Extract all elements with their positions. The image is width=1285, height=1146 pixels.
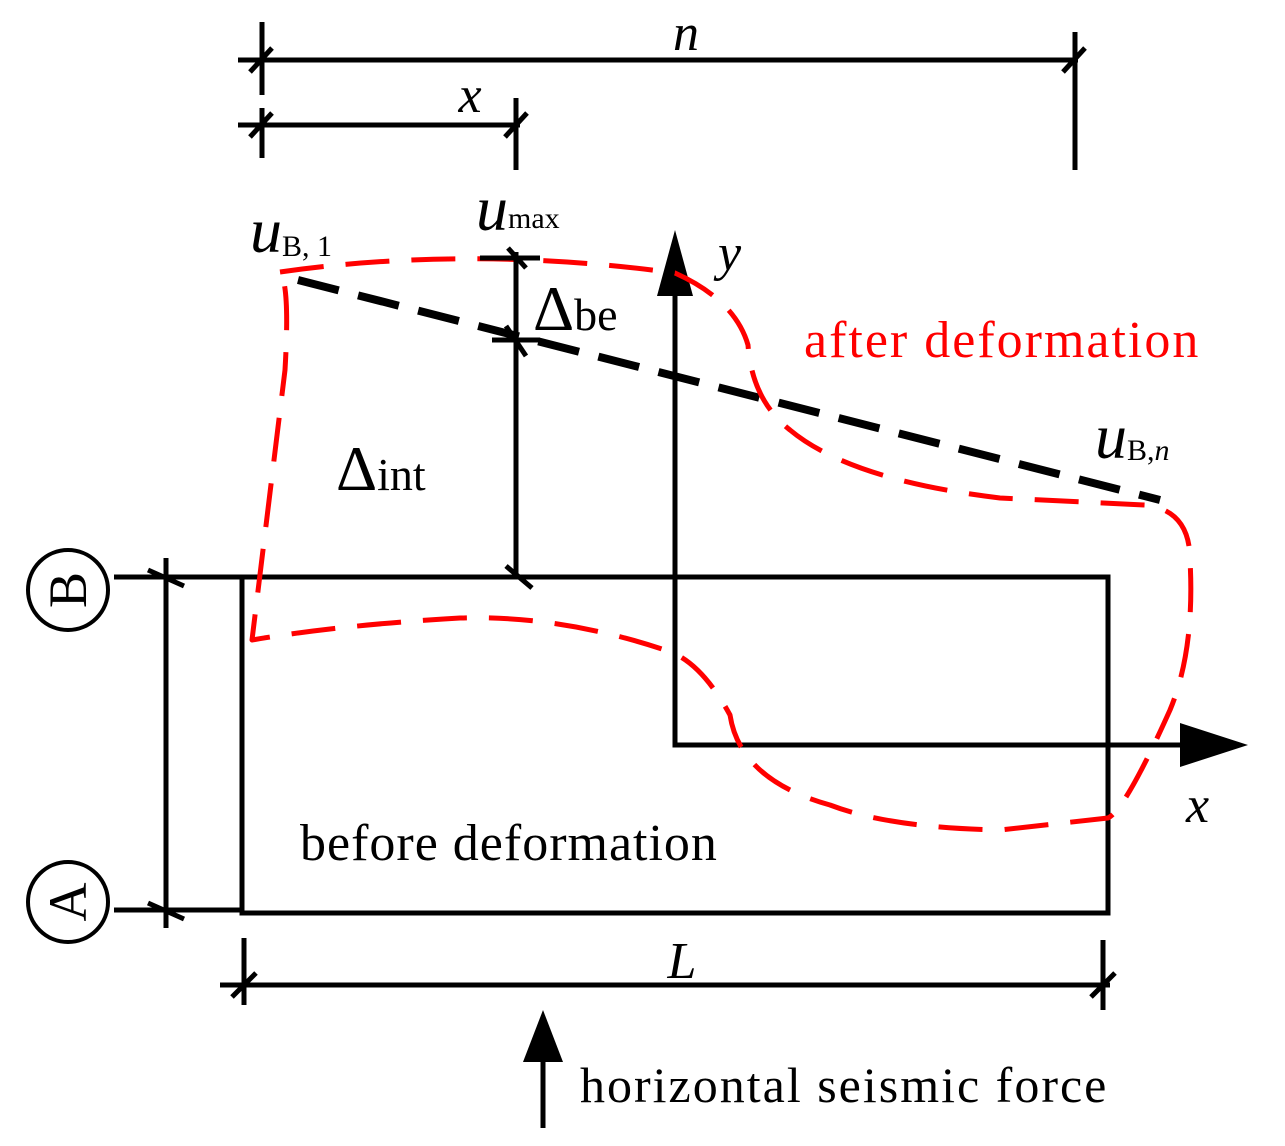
- y-axis-label: y: [713, 225, 742, 282]
- axis-marker-b-label: B: [38, 572, 98, 608]
- axis-marker-a: A: [26, 860, 110, 944]
- x-axis-label: x: [1185, 777, 1209, 834]
- delta-be-label: Δbe: [533, 273, 618, 344]
- u-b1-label: uB, 1: [250, 195, 332, 266]
- seismic-force-label: horizontal seismic force: [580, 1057, 1108, 1113]
- axis-dimension-left: [114, 558, 242, 928]
- deformed-building-outline: [249, 256, 1194, 833]
- before-deformation-label: before deformation: [300, 815, 718, 872]
- u-max-label: umax: [476, 173, 560, 244]
- dimension-n-label: n: [673, 5, 699, 62]
- y-axis-arrowhead: [657, 230, 693, 296]
- beam-displacement-line: [297, 276, 1161, 504]
- u-bn-label: uB,n: [1095, 401, 1170, 472]
- dimension-x-label: x: [457, 67, 481, 124]
- delta-int-label: Δint: [336, 433, 426, 504]
- dimension-l: [220, 938, 1117, 1010]
- axis-marker-a-label: A: [38, 883, 98, 922]
- dimension-l-label: L: [667, 933, 697, 990]
- x-axis-arrowhead: [1180, 723, 1248, 767]
- axis-marker-b: B: [26, 548, 110, 632]
- dimension-x: [238, 98, 529, 170]
- displacement-measure: [480, 246, 540, 590]
- seismic-force-arrow: [523, 1010, 563, 1128]
- dimension-n: [238, 22, 1087, 170]
- after-deformation-label: after deformation: [804, 312, 1200, 369]
